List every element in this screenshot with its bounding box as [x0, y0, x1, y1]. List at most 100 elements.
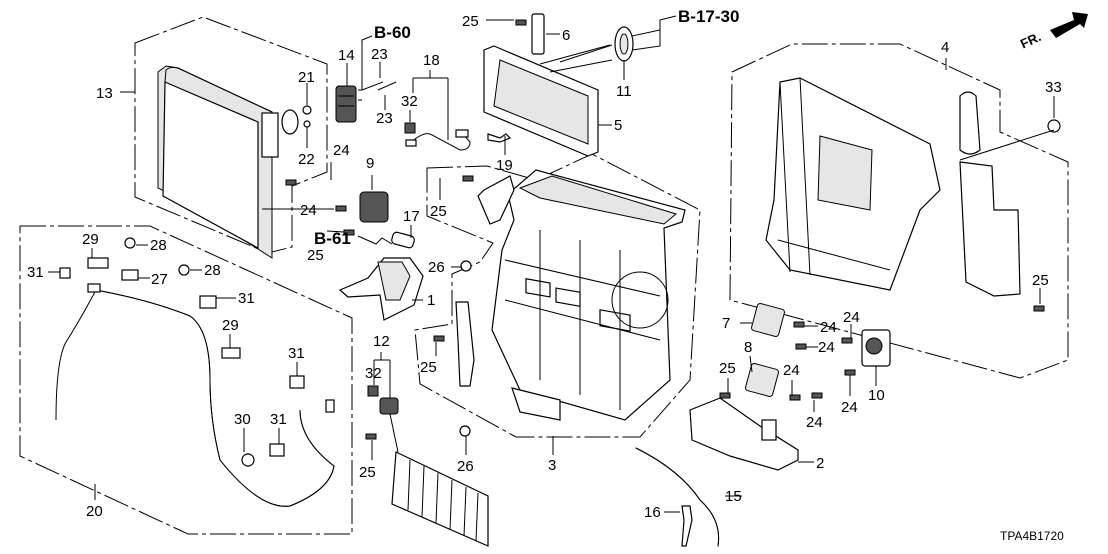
- group-outline-20: [19, 225, 353, 535]
- callout-24b: 24: [300, 202, 317, 219]
- evaporator-core-part[interactable]: [157, 65, 299, 259]
- clip-30-part[interactable]: [241, 453, 255, 467]
- callout-24d: 24: [818, 339, 835, 356]
- expansion-valve-part[interactable]: [335, 85, 357, 123]
- resistor-10-part[interactable]: [861, 329, 891, 367]
- callout-6: 6: [562, 27, 570, 44]
- callout-32b: 32: [365, 365, 382, 382]
- callout-29b: 29: [222, 317, 239, 334]
- callout-24h: 24: [841, 399, 858, 416]
- callout-8: 8: [744, 339, 752, 356]
- duct-4b-part[interactable]: [959, 161, 1021, 297]
- reference-b61: B-61: [314, 229, 351, 248]
- clip-31b-part[interactable]: [199, 295, 217, 309]
- callout-19: 19: [496, 157, 513, 174]
- duct-1-part[interactable]: [338, 257, 424, 321]
- callout-25e: 25: [359, 464, 376, 481]
- callout-25g: 25: [1032, 272, 1049, 289]
- callout-32a: 32: [401, 93, 418, 110]
- actuator-9-part[interactable]: [359, 191, 389, 223]
- heater-core-part[interactable]: [483, 44, 613, 157]
- callout-24g: 24: [806, 414, 823, 431]
- callout-10: 10: [868, 387, 885, 404]
- callout-9: 9: [366, 155, 374, 172]
- o-ring-22-part[interactable]: [303, 120, 311, 128]
- bolt-23b-part[interactable]: [377, 81, 397, 91]
- bracket-3a-part[interactable]: [477, 175, 515, 225]
- sensor-12-part[interactable]: [379, 397, 399, 415]
- callout-17: 17: [403, 208, 420, 225]
- grommet-26a-part[interactable]: [460, 260, 472, 272]
- front-direction-indicator: FR.: [1018, 12, 1088, 51]
- callout-1: 1: [427, 292, 435, 309]
- callout-25b: 25: [430, 203, 447, 220]
- callout-20: 20: [86, 503, 103, 520]
- duct-2-part[interactable]: [689, 397, 799, 471]
- clip-28a-part[interactable]: [124, 237, 136, 249]
- front-label: FR.: [1018, 29, 1043, 51]
- callout-14: 14: [338, 47, 355, 64]
- callout-5: 5: [614, 117, 622, 134]
- callout-28b: 28: [204, 262, 221, 279]
- callout-25c: 25: [307, 247, 324, 264]
- seal-4-part[interactable]: [959, 91, 981, 155]
- callout-13: 13: [96, 85, 113, 102]
- wire-harness-20-part[interactable]: [55, 283, 335, 507]
- callout-26b: 26: [457, 458, 474, 475]
- group-outline-13: [134, 16, 328, 254]
- callout-29a: 29: [82, 231, 99, 248]
- callout-15: 15: [725, 488, 742, 505]
- diagram-code: TPA4B1720: [1000, 529, 1064, 543]
- callout-21: 21: [298, 69, 315, 86]
- sensor-harness-18-part[interactable]: [409, 132, 471, 151]
- motor-7-part[interactable]: [751, 303, 785, 337]
- bracket-6-part[interactable]: [531, 13, 545, 55]
- screw-parts: [285, 19, 1045, 440]
- callout-23a: 23: [371, 46, 388, 63]
- callout-23b: 23: [376, 110, 393, 127]
- callout-3: 3: [548, 457, 556, 474]
- motor-8-part[interactable]: [745, 363, 779, 397]
- callout-30: 30: [234, 411, 251, 428]
- callout-22: 22: [298, 151, 315, 168]
- callout-18: 18: [423, 52, 440, 69]
- clip-31c-part[interactable]: [289, 375, 305, 389]
- sensor-32-part[interactable]: [404, 122, 416, 134]
- clip-27-part[interactable]: [121, 269, 139, 281]
- callout-7: 7: [722, 315, 730, 332]
- valve-17-part[interactable]: [391, 231, 415, 249]
- o-ring-21-part[interactable]: [302, 105, 312, 115]
- hvac-unit-3-part[interactable]: [491, 169, 686, 421]
- nut-33-part[interactable]: [1047, 119, 1061, 133]
- air-filter-part[interactable]: [389, 413, 489, 547]
- callout-31a: 31: [27, 264, 44, 281]
- clip-29a-part[interactable]: [87, 257, 109, 269]
- callout-11: 11: [616, 83, 632, 100]
- clip-29b-part[interactable]: [221, 347, 241, 359]
- grommet-11-part[interactable]: [614, 26, 634, 62]
- callout-24a: 24: [333, 142, 350, 159]
- callout-12: 12: [373, 333, 390, 350]
- reference-b17-30: B-17-30: [678, 7, 739, 26]
- clip-31d-part[interactable]: [269, 443, 285, 457]
- bracket-3b-part[interactable]: [455, 301, 475, 387]
- clip-31a-part[interactable]: [59, 267, 71, 279]
- callout-31d: 31: [270, 411, 287, 428]
- sensor-32b-part[interactable]: [367, 385, 379, 397]
- callout-24e: 24: [843, 309, 860, 326]
- callout-4: 4: [941, 39, 949, 56]
- callout-31c: 31: [288, 345, 305, 362]
- callout-25f: 25: [719, 360, 736, 377]
- callout-25d: 25: [420, 359, 437, 376]
- grommet-26b-part[interactable]: [459, 425, 471, 437]
- clip-16-part[interactable]: [681, 505, 693, 547]
- callout-16: 16: [644, 504, 661, 521]
- bolt-23a-part[interactable]: [361, 81, 384, 91]
- callout-25a: 25: [462, 13, 479, 30]
- drain-hose-15-part[interactable]: [635, 447, 720, 547]
- clip-28b-part[interactable]: [178, 264, 190, 276]
- clip-19-part[interactable]: [487, 133, 512, 143]
- callout-24f: 24: [783, 362, 800, 379]
- case-4-part[interactable]: [765, 77, 941, 291]
